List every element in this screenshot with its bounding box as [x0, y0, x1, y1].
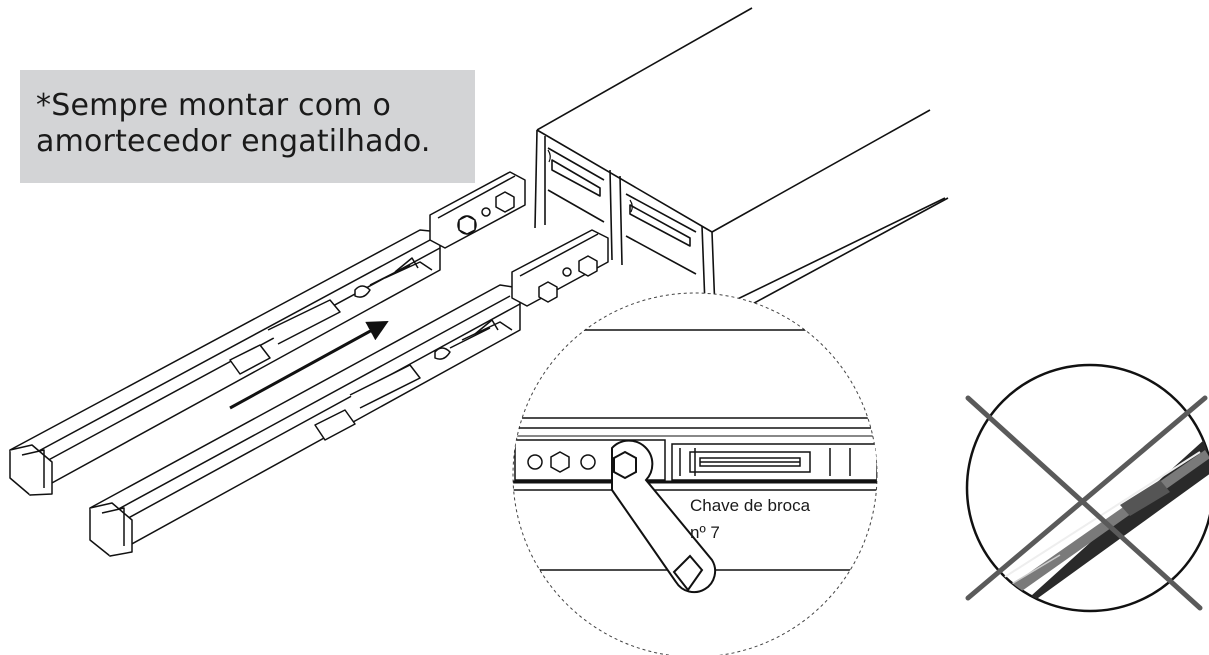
prohibited-cross-icon: [965, 395, 1208, 611]
wrong-mounting-example: [965, 363, 1209, 613]
detail-magnifier: Chave de broca nº 7: [512, 292, 878, 655]
damper-upper: [9, 171, 526, 496]
wrench-icon: [611, 439, 717, 594]
note-line-1: *Sempre montar com o: [36, 88, 392, 123]
note-line-2: amortecedor engatilhado.: [36, 124, 431, 159]
callout-text: Chave de broca nº 7: [690, 496, 815, 542]
rail-profile: [534, 7, 949, 311]
arrow-icon: [229, 320, 389, 410]
damper-lower: [89, 229, 609, 557]
mounting-note: *Sempre montar com o amortecedor engatil…: [20, 70, 475, 183]
